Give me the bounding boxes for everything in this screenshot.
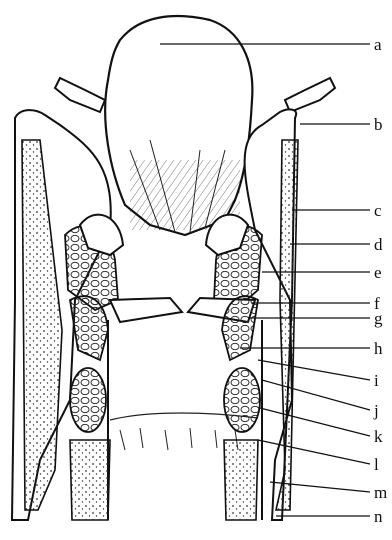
label-j: j [373,401,379,420]
leader-line-i [258,360,370,380]
label-i: i [374,371,379,390]
label-k: k [374,427,383,446]
label-a: a [374,35,382,54]
label-h: h [374,339,383,358]
label-d: d [374,235,383,254]
label-m: m [374,483,387,502]
epiglottis [105,16,252,235]
vocal-folds [70,296,258,360]
label-b: b [374,115,383,134]
label-c: c [374,201,382,220]
cricoid-region [70,368,260,520]
label-g: g [374,309,383,328]
label-n: n [374,507,383,526]
leader-line-j [262,380,370,410]
leader-line-k [260,408,370,436]
label-column: a b c d e f g h i j k l m n [373,35,387,526]
label-l: l [374,455,379,474]
label-e: e [374,263,382,282]
